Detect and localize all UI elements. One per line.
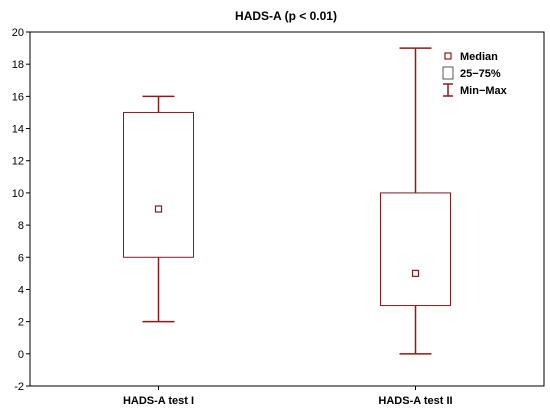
y-tick-label: 2 — [18, 317, 24, 329]
y-tick-label: 12 — [12, 156, 24, 168]
legend: Median 25−75% Min−Max — [442, 51, 508, 97]
iqr-box — [123, 111, 194, 258]
y-tick-label: 0 — [18, 349, 24, 361]
chart-title: HADS-A (p < 0.01) — [235, 9, 337, 23]
plot-frame — [29, 31, 545, 387]
legend-label: Min−Max — [460, 85, 508, 97]
y-tick-label: 10 — [12, 188, 24, 200]
y-tick-label: 20 — [12, 27, 24, 39]
x-category-label: HADS-A test II — [378, 395, 452, 407]
y-tick-label: 16 — [12, 91, 24, 103]
legend-box-symbol — [442, 66, 454, 80]
y-tick-label: 14 — [12, 124, 24, 136]
legend-median-symbol — [444, 52, 452, 60]
legend-label: 25−75% — [460, 68, 501, 80]
y-tick-label: -2 — [14, 381, 24, 393]
y-tick-label: 18 — [12, 59, 24, 71]
y-tick-label: 6 — [18, 252, 24, 264]
legend-label: Median — [460, 51, 498, 63]
median-marker — [411, 269, 420, 277]
iqr-box — [380, 192, 451, 307]
x-category-label: HADS-A test I — [123, 395, 194, 407]
median-marker — [154, 205, 163, 213]
y-tick-label: 8 — [18, 220, 24, 232]
y-tick-label: 4 — [18, 284, 24, 296]
